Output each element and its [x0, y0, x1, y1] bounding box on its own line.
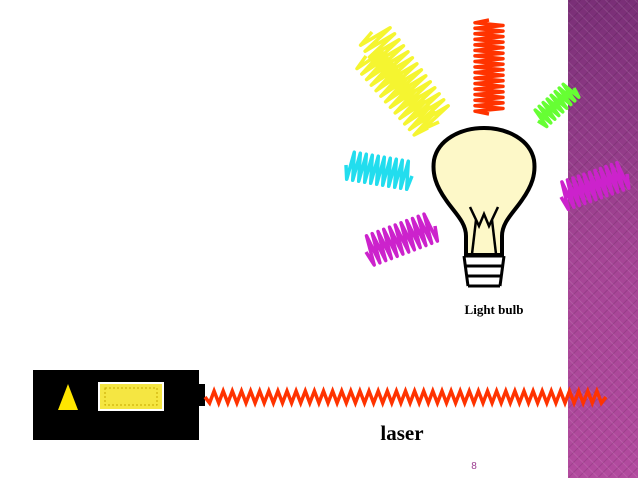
wave-magenta-left [364, 212, 440, 267]
wave-magenta-right [559, 160, 631, 212]
page-number: 8 [471, 461, 477, 472]
wave-red [473, 18, 505, 116]
light-bulb-label: Light bulb [464, 302, 524, 317]
bulb-base [462, 254, 506, 288]
wave-green [533, 82, 581, 129]
light-bulb-icon [431, 125, 537, 288]
laser-window-inner [104, 387, 158, 406]
wave-yellow-lower [355, 50, 437, 137]
bulb-glass [431, 125, 537, 257]
laser-device [33, 370, 205, 440]
wave-cyan [344, 150, 414, 192]
laser-window [98, 382, 164, 411]
light-waves [344, 18, 631, 267]
laser-beam [203, 386, 608, 408]
bulb-filament [468, 206, 500, 230]
laser-label: laser [380, 421, 424, 445]
triangle-icon [58, 384, 78, 410]
laser-nozzle [193, 384, 205, 406]
bulb-filament-stem-right [490, 219, 498, 255]
bulb-filament-stem-left [470, 219, 478, 255]
